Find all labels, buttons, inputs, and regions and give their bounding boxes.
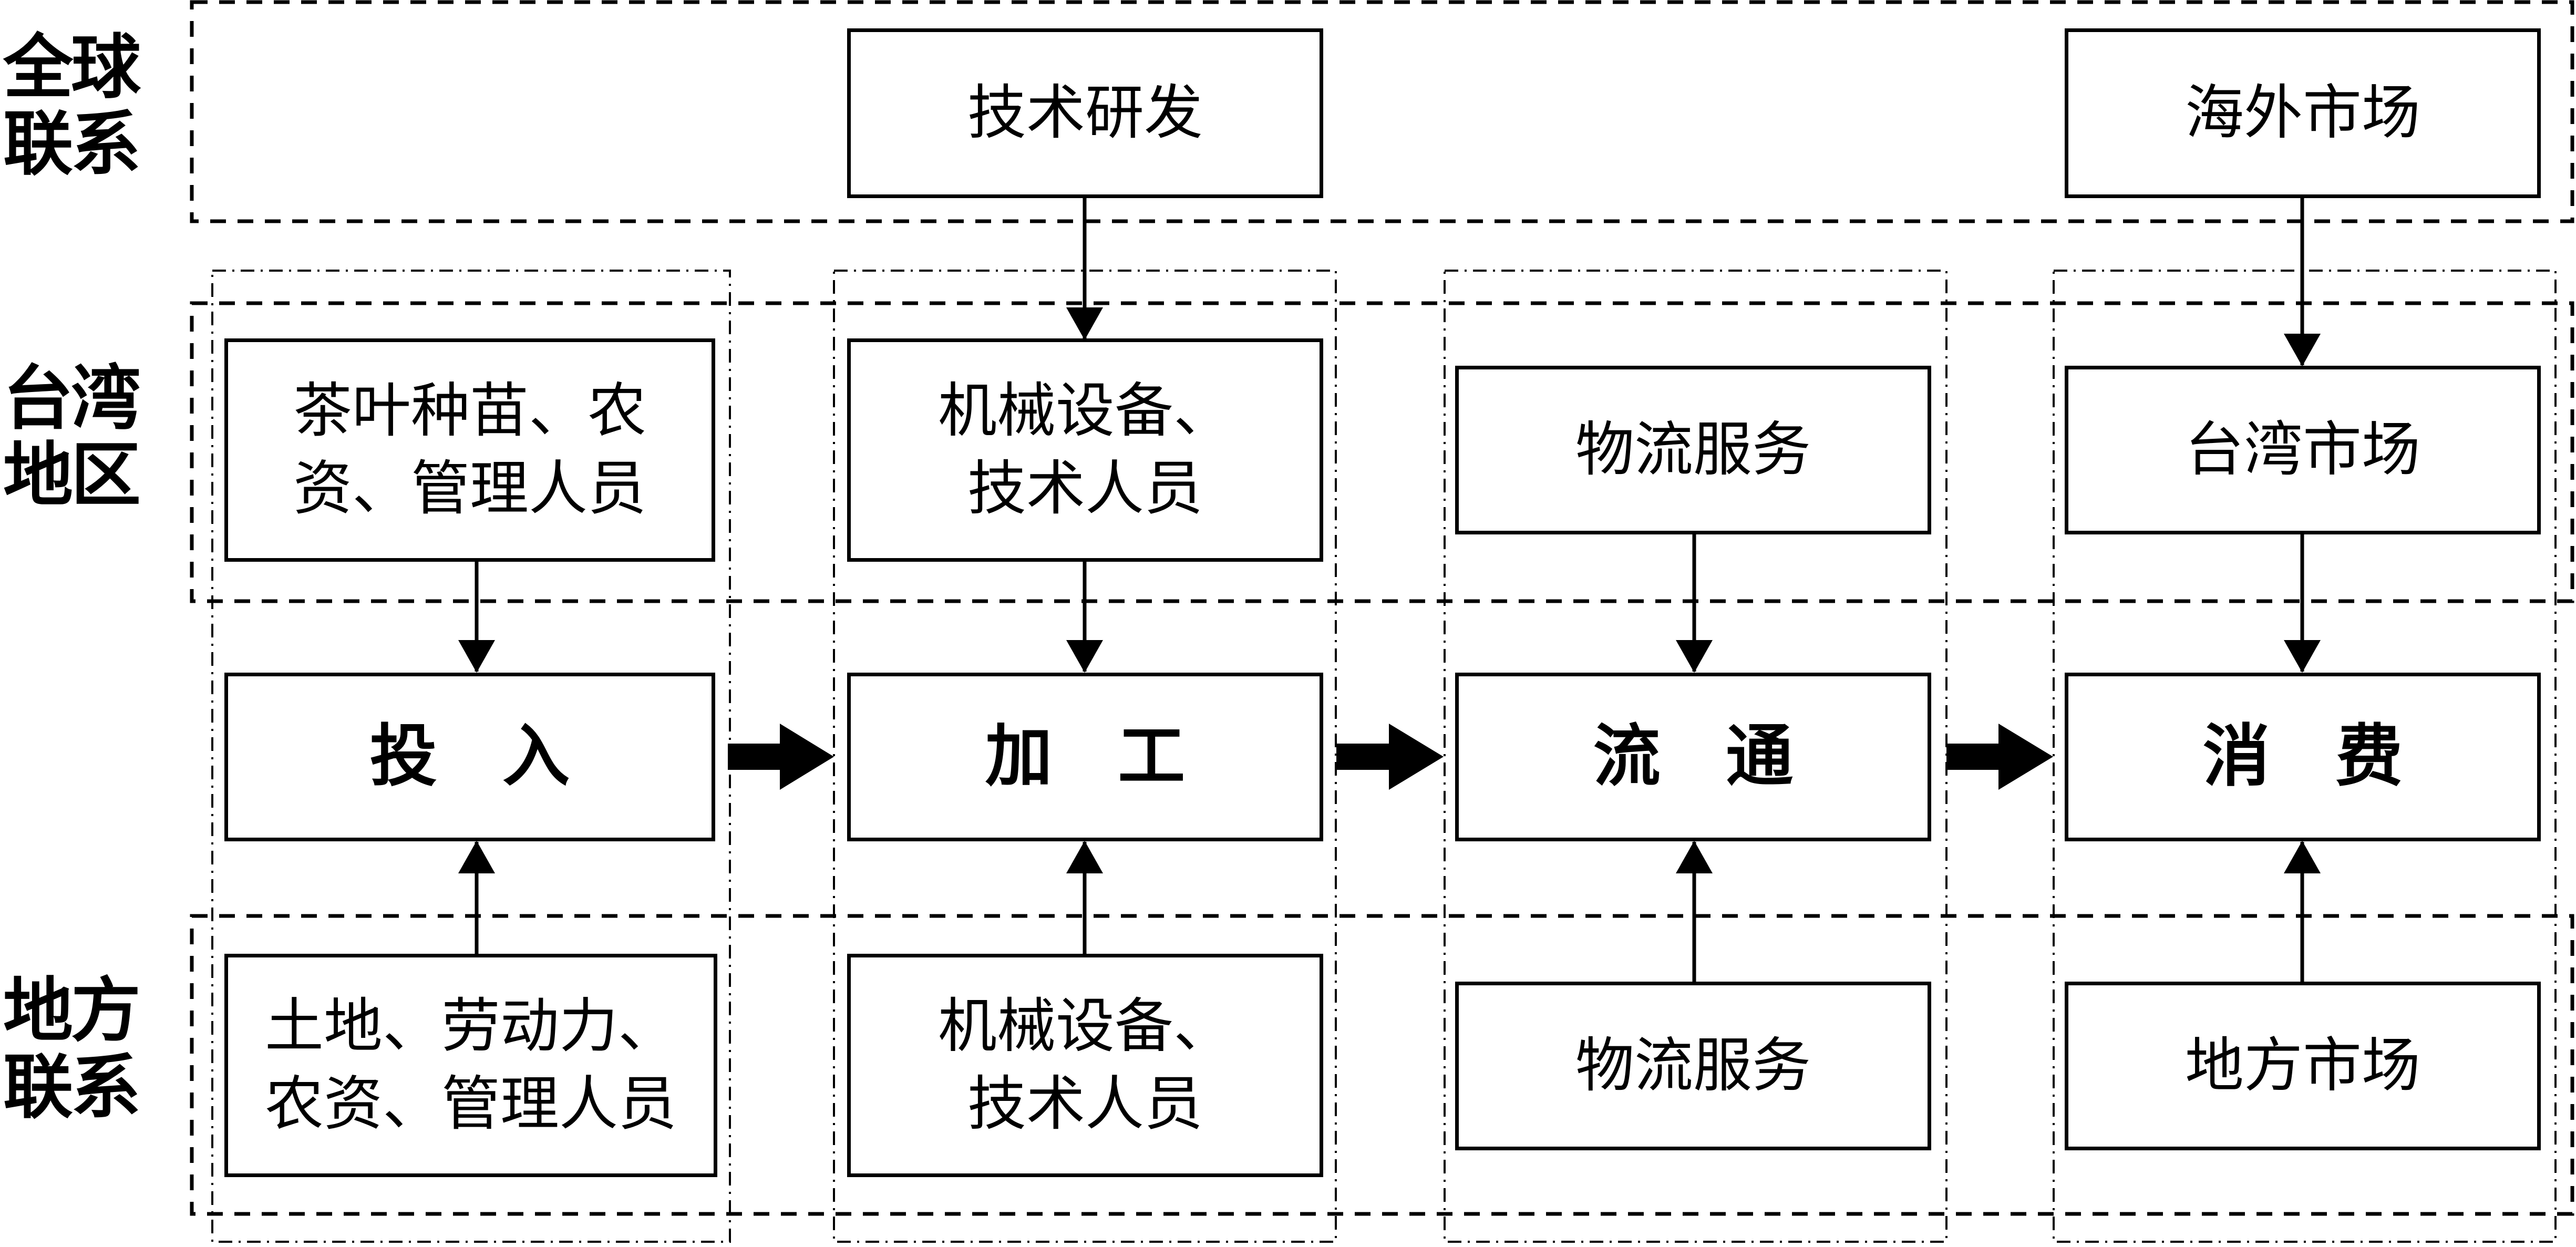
- stage-input: 投 入: [224, 673, 715, 841]
- global-band: [190, 0, 2574, 223]
- local-band: [190, 914, 2574, 1216]
- stage-circulation-label: 流 通: [1593, 717, 1815, 796]
- arrow-processing-to-circulation: [1336, 724, 1444, 790]
- taiwan-input-box: 茶叶种苗、农 资、管理人员: [224, 338, 715, 562]
- stage-input-label: 投 入: [369, 717, 591, 796]
- overseas-market-box: 海外市场: [2065, 28, 2541, 198]
- local-market-box: 地方市场: [2065, 982, 2541, 1150]
- local-processing-box: 机械设备、 技术人员: [847, 954, 1323, 1177]
- stage-circulation: 流 通: [1455, 673, 1931, 841]
- stage-consumption-label: 消 费: [2202, 717, 2424, 796]
- row-label-global: 全球 联系: [3, 26, 141, 185]
- row-label-taiwan: 台湾 地区: [3, 357, 141, 517]
- stage-processing-label: 加 工: [985, 717, 1207, 796]
- stage-consumption: 消 费: [2065, 673, 2541, 841]
- rd-box: 技术研发: [847, 28, 1323, 198]
- local-input-box: 土地、劳动力、 农资、管理人员: [224, 954, 717, 1177]
- circulation-column: [1444, 270, 1948, 1243]
- arrow-circulation-to-consumption: [1946, 724, 2053, 790]
- processing-column: [833, 270, 1337, 1243]
- taiwan-processing-box: 机械设备、 技术人员: [847, 338, 1323, 562]
- taiwan-band: [190, 301, 2574, 603]
- row-label-local: 地方 联系: [3, 970, 141, 1129]
- local-circulation-box: 物流服务: [1455, 982, 1931, 1150]
- arrow-input-to-processing: [728, 724, 834, 790]
- taiwan-circulation-box: 物流服务: [1455, 366, 1931, 534]
- consumption-column: [2053, 270, 2557, 1243]
- stage-processing: 加 工: [847, 673, 1323, 841]
- taiwan-market-box: 台湾市场: [2065, 366, 2541, 534]
